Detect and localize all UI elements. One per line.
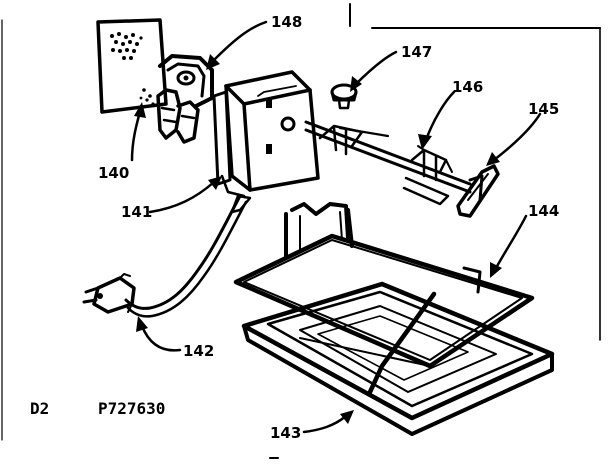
part-144-wire-rack — [233, 202, 535, 395]
part-146-spit-rod — [304, 120, 472, 206]
part-140-wall-plate — [96, 18, 168, 114]
callout-143: 143 — [270, 424, 301, 442]
part-number: P727630 — [98, 399, 165, 418]
part-142-power-cord — [82, 194, 252, 318]
callout-142: 142 — [183, 342, 214, 360]
figure-code: D2 — [30, 399, 49, 418]
callout-145: 145 — [528, 100, 559, 118]
scan-border-marks — [1, 3, 601, 459]
callout-148: 148 — [271, 13, 302, 31]
leader-140 — [130, 110, 142, 162]
leader-141 — [148, 180, 216, 214]
callout-147: 147 — [401, 43, 432, 61]
leader-146 — [424, 90, 456, 142]
part-147-thumb-screw — [330, 83, 358, 110]
leader-144 — [494, 214, 528, 270]
callout-141: 141 — [121, 203, 152, 221]
callout-144: 144 — [528, 202, 559, 220]
part-145-spit-handle — [456, 164, 500, 218]
part-148-mounting-bracket — [156, 54, 214, 144]
leader-145 — [492, 112, 542, 162]
callout-140: 140 — [98, 164, 129, 182]
leader-lines — [130, 20, 542, 434]
leader-147 — [354, 50, 398, 86]
callout-labels: 148 147 146 145 144 140 141 142 143 — [98, 13, 559, 442]
part-141-rotisserie-motor — [212, 70, 320, 198]
leader-142 — [140, 324, 182, 352]
part-143-drip-pan — [241, 281, 555, 436]
footer: D2 P727630 — [30, 399, 165, 418]
callout-146: 146 — [452, 78, 483, 96]
leader-148 — [212, 20, 268, 62]
leader-143 — [302, 414, 348, 434]
